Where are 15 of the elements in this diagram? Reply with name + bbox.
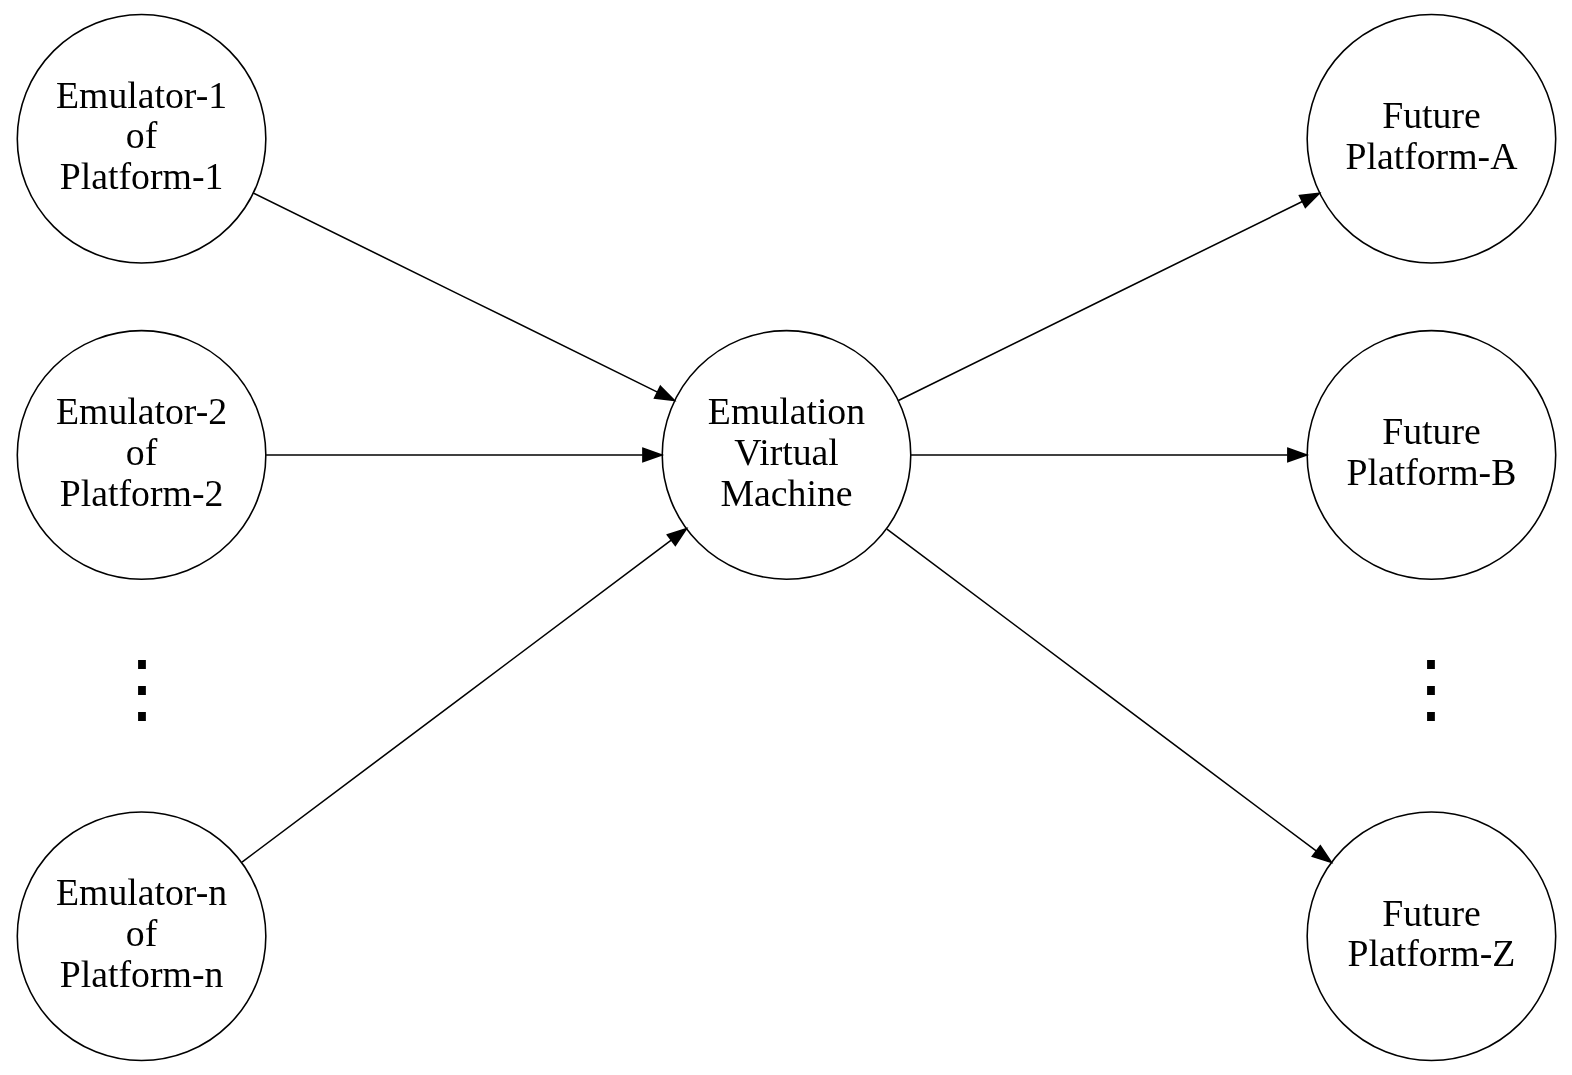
node-circle: Future Platform-Z [1305,811,1556,1062]
node-circle: Emulation Virtual Machine [660,329,912,580]
arrow [264,447,664,463]
arrow [252,192,677,402]
label: ⋮ [103,647,180,731]
node-circle: Emulator-n of Platform-n [16,811,267,1062]
node-circle: Future Platform-B [1305,329,1556,580]
arrow [909,447,1309,463]
node-circle: Future Platform-A [1305,13,1556,264]
node-circle: Emulator-1 of Platform-1 [16,13,267,264]
arrow [240,527,688,863]
arrow [885,528,1333,864]
arrow [897,192,1321,402]
label: ⋮ [1392,647,1469,731]
node-circle: Emulator-2 of Platform-2 [16,329,267,580]
